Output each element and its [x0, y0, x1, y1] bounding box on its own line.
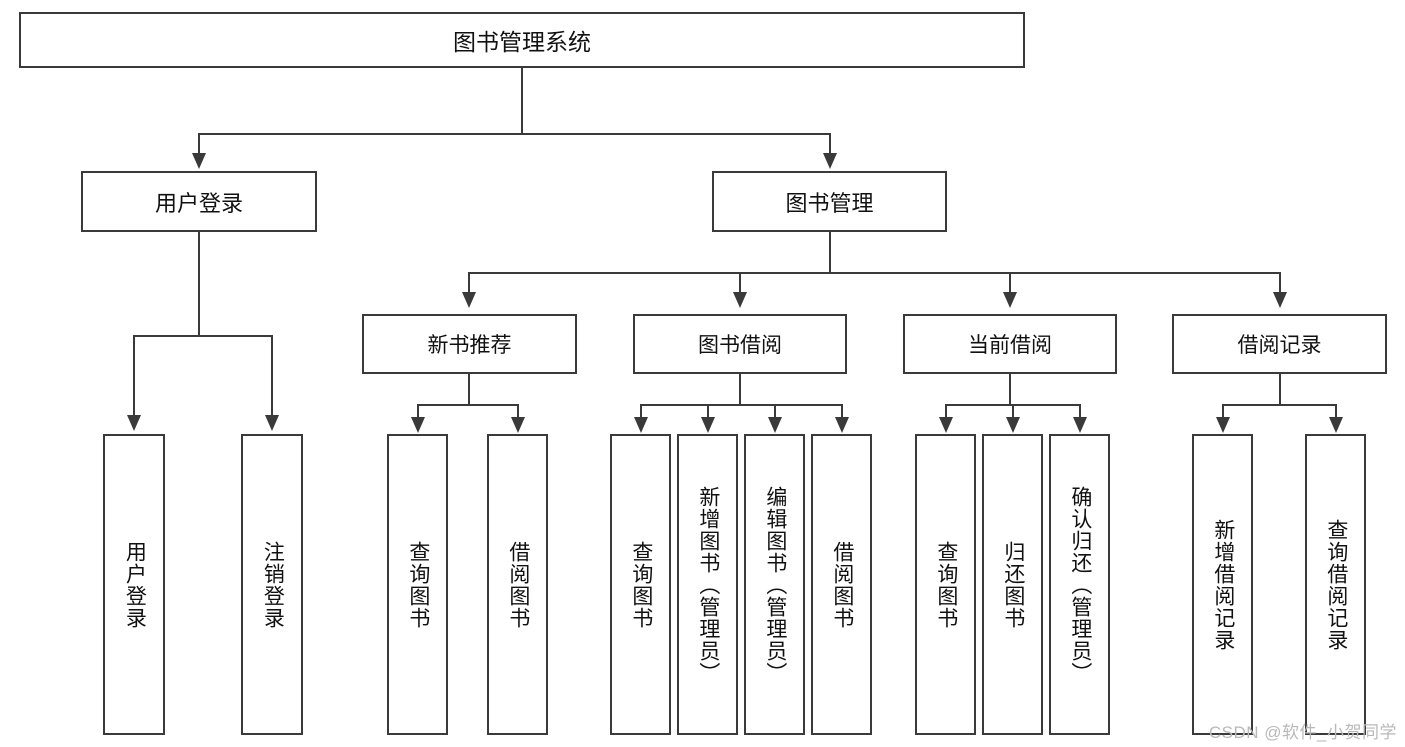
connector-root-stem [521, 68, 523, 134]
connector-borrow-record-bus [1222, 404, 1337, 406]
connector-drop-new-book-recommend [468, 272, 470, 294]
node-label: 借阅记录 [1237, 334, 1322, 357]
node-label: 查询图书 [629, 540, 653, 629]
node-user-login[interactable]: 用户登录 [81, 171, 317, 232]
arrow-leaf-query-record [1329, 417, 1343, 433]
node-leaf-confirm-return[interactable]: 确认归还（管理员） [1049, 434, 1110, 735]
arrow-leaf-query-book-1 [411, 417, 425, 433]
connector-current-borrow-stem [1009, 374, 1011, 405]
node-leaf-edit-book[interactable]: 编辑图书（管理员） [744, 434, 805, 735]
node-label: 借阅图书 [830, 540, 854, 629]
connector-drop-leaf-borrow-book-2 [841, 404, 843, 419]
node-label: 图书借阅 [698, 334, 782, 357]
node-book-borrow[interactable]: 图书借阅 [633, 314, 847, 374]
connector-drop-book-management [829, 133, 831, 155]
node-label: 新书推荐 [427, 334, 512, 357]
node-label: 当前借阅 [968, 334, 1052, 357]
connector-drop-leaf-query-book-1 [417, 404, 419, 419]
node-leaf-logout-login[interactable]: 注销登录 [241, 434, 303, 735]
node-leaf-query-book-3[interactable]: 查询图书 [915, 434, 976, 735]
arrow-leaf-logout-login [265, 415, 279, 431]
node-label: 查询图书 [934, 540, 958, 629]
arrow-leaf-query-book-3 [939, 417, 953, 433]
connector-drop-leaf-return-book [1012, 404, 1014, 419]
node-book-management[interactable]: 图书管理 [712, 171, 947, 232]
arrow-leaf-add-record [1216, 417, 1230, 433]
connector-user-login-bus [133, 335, 272, 337]
node-leaf-query-record[interactable]: 查询借阅记录 [1305, 434, 1366, 735]
arrow-leaf-return-book [1006, 417, 1020, 433]
node-label: 归还图书 [1001, 540, 1025, 629]
node-leaf-borrow-book-2[interactable]: 借阅图书 [811, 434, 872, 735]
connector-drop-leaf-add-book [707, 404, 709, 419]
connector-book-borrow-bus [640, 404, 842, 406]
connector-book-borrow-stem [739, 374, 741, 405]
node-label: 确认归还（管理员） [1068, 485, 1092, 684]
node-leaf-query-book-2[interactable]: 查询图书 [610, 434, 671, 735]
node-label: 注销登录 [261, 540, 285, 629]
node-label: 用户登录 [123, 540, 147, 629]
node-label: 新增借阅记录 [1211, 518, 1235, 651]
node-label: 用户登录 [154, 190, 243, 216]
node-leaf-user-login[interactable]: 用户登录 [103, 434, 165, 735]
connector-drop-current-borrow [1009, 272, 1011, 294]
node-label: 图书管理 [785, 190, 874, 216]
connector-user-login-stem [198, 232, 200, 336]
connector-new-book-recommend-stem [468, 374, 470, 405]
node-borrow-record[interactable]: 借阅记录 [1172, 314, 1387, 374]
connector-drop-user-login [198, 133, 200, 155]
connector-drop-leaf-add-record [1222, 404, 1224, 419]
node-label: 图书管理系统 [453, 29, 591, 55]
arrow-leaf-edit-book [768, 417, 782, 433]
arrow-leaf-borrow-book-1 [511, 417, 525, 433]
connector-drop-leaf-query-record [1335, 404, 1337, 419]
connector-drop-leaf-logout-login [271, 335, 273, 417]
connector-new-book-recommend-bus [417, 404, 519, 406]
node-leaf-borrow-book-1[interactable]: 借阅图书 [487, 434, 548, 735]
connector-level2-bus [468, 272, 1281, 274]
connector-drop-leaf-edit-book [774, 404, 776, 419]
arrow-book-borrow [733, 292, 747, 308]
node-new-book-recommend[interactable]: 新书推荐 [362, 314, 577, 374]
connector-drop-leaf-borrow-book-1 [517, 404, 519, 419]
connector-drop-book-borrow [739, 272, 741, 294]
connector-drop-leaf-confirm-return [1079, 404, 1081, 419]
node-leaf-query-book-1[interactable]: 查询图书 [387, 434, 448, 735]
arrow-leaf-query-book-2 [634, 417, 648, 433]
arrow-book-management [823, 153, 837, 169]
connector-book-management-stem [829, 232, 831, 273]
node-label: 借阅图书 [506, 540, 530, 629]
connector-borrow-record-stem [1279, 374, 1281, 405]
node-leaf-add-book[interactable]: 新增图书（管理员） [677, 434, 738, 735]
connector-drop-borrow-record [1279, 272, 1281, 294]
arrow-leaf-borrow-book-2 [835, 417, 849, 433]
connector-drop-leaf-user-login [133, 335, 135, 417]
node-label: 新增图书（管理员） [696, 485, 720, 684]
node-book-management-system[interactable]: 图书管理系统 [19, 12, 1025, 68]
node-label: 查询图书 [406, 540, 430, 629]
arrow-new-book-recommend [462, 292, 476, 308]
node-label: 编辑图书（管理员） [763, 485, 787, 684]
node-label: 查询借阅记录 [1324, 518, 1348, 651]
arrow-leaf-confirm-return [1073, 417, 1087, 433]
arrow-leaf-add-book [701, 417, 715, 433]
node-current-borrow[interactable]: 当前借阅 [903, 314, 1117, 374]
connector-drop-leaf-query-book-2 [640, 404, 642, 419]
arrow-borrow-record [1273, 292, 1287, 308]
connector-level1-bus [198, 133, 830, 135]
connector-drop-leaf-query-book-3 [945, 404, 947, 419]
arrow-current-borrow [1003, 292, 1017, 308]
node-leaf-return-book[interactable]: 归还图书 [982, 434, 1043, 735]
arrow-user-login [192, 153, 206, 169]
arrow-leaf-user-login [127, 415, 141, 431]
node-leaf-add-record[interactable]: 新增借阅记录 [1192, 434, 1253, 735]
